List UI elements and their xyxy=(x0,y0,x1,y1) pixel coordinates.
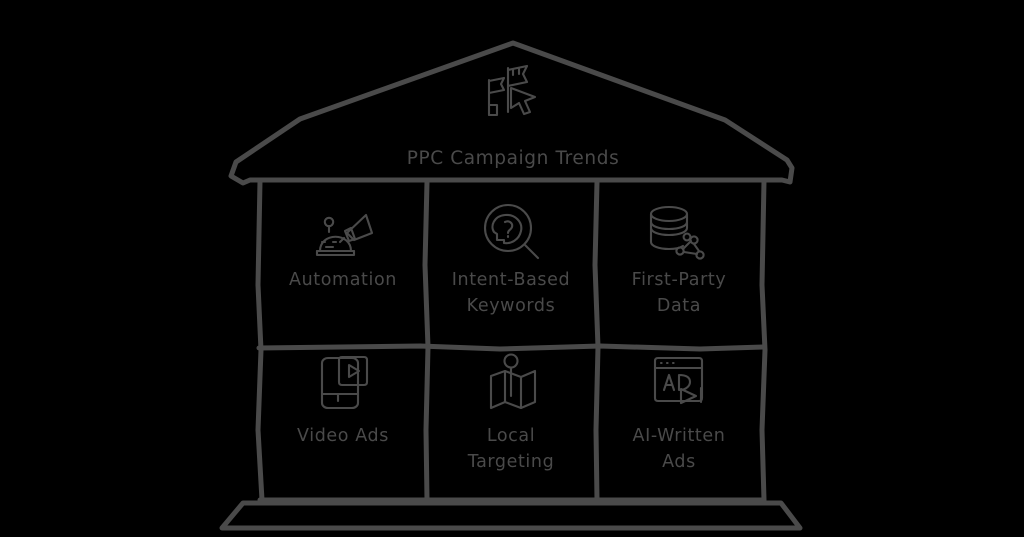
roof-title: PPC Campaign Trends xyxy=(407,148,620,169)
magnifier-head-question-icon xyxy=(483,203,540,260)
cell-ai-written-ads[interactable]: AI-Written Ads xyxy=(633,356,726,472)
vertical-divider-1 xyxy=(422,179,431,503)
cell-label-firstparty-line2: Data xyxy=(657,296,701,316)
map-pin-icon xyxy=(489,353,537,410)
megaphone-cursor-icon xyxy=(487,64,537,117)
cell-label-aiwritten-line1: AI-Written xyxy=(633,426,726,446)
database-network-icon xyxy=(649,205,705,260)
vertical-divider-2 xyxy=(592,179,601,503)
browser-ad-play-icon xyxy=(653,356,704,405)
cell-video-ads[interactable]: Video Ads xyxy=(297,355,389,446)
horizontal-divider xyxy=(256,343,767,352)
cell-first-party-data[interactable]: First-Party Data xyxy=(632,205,727,316)
cell-automation[interactable]: Automation xyxy=(289,213,397,290)
grid-dividers xyxy=(256,179,767,503)
cell-local-targeting[interactable]: Local Targeting xyxy=(467,353,555,473)
cell-label-aiwritten-line2: Ads xyxy=(662,452,696,472)
cell-label-firstparty-line1: First-Party xyxy=(632,270,727,290)
cell-intent-based-keywords[interactable]: Intent-Based Keywords xyxy=(452,203,570,316)
phone-play-icon xyxy=(320,355,369,410)
roof-group[interactable] xyxy=(228,40,795,186)
foundation-plinth xyxy=(219,500,803,531)
cell-label-video-ads: Video Ads xyxy=(297,426,389,446)
roof-outline xyxy=(228,40,795,186)
cell-label-local-line2: Targeting xyxy=(467,452,555,472)
cell-label-automation: Automation xyxy=(289,270,397,290)
cell-label-local-line1: Local xyxy=(487,426,535,446)
robot-megaphone-icon xyxy=(315,213,374,257)
cell-label-intent-line2: Keywords xyxy=(467,296,556,316)
cell-label-intent-line1: Intent-Based xyxy=(452,270,570,290)
